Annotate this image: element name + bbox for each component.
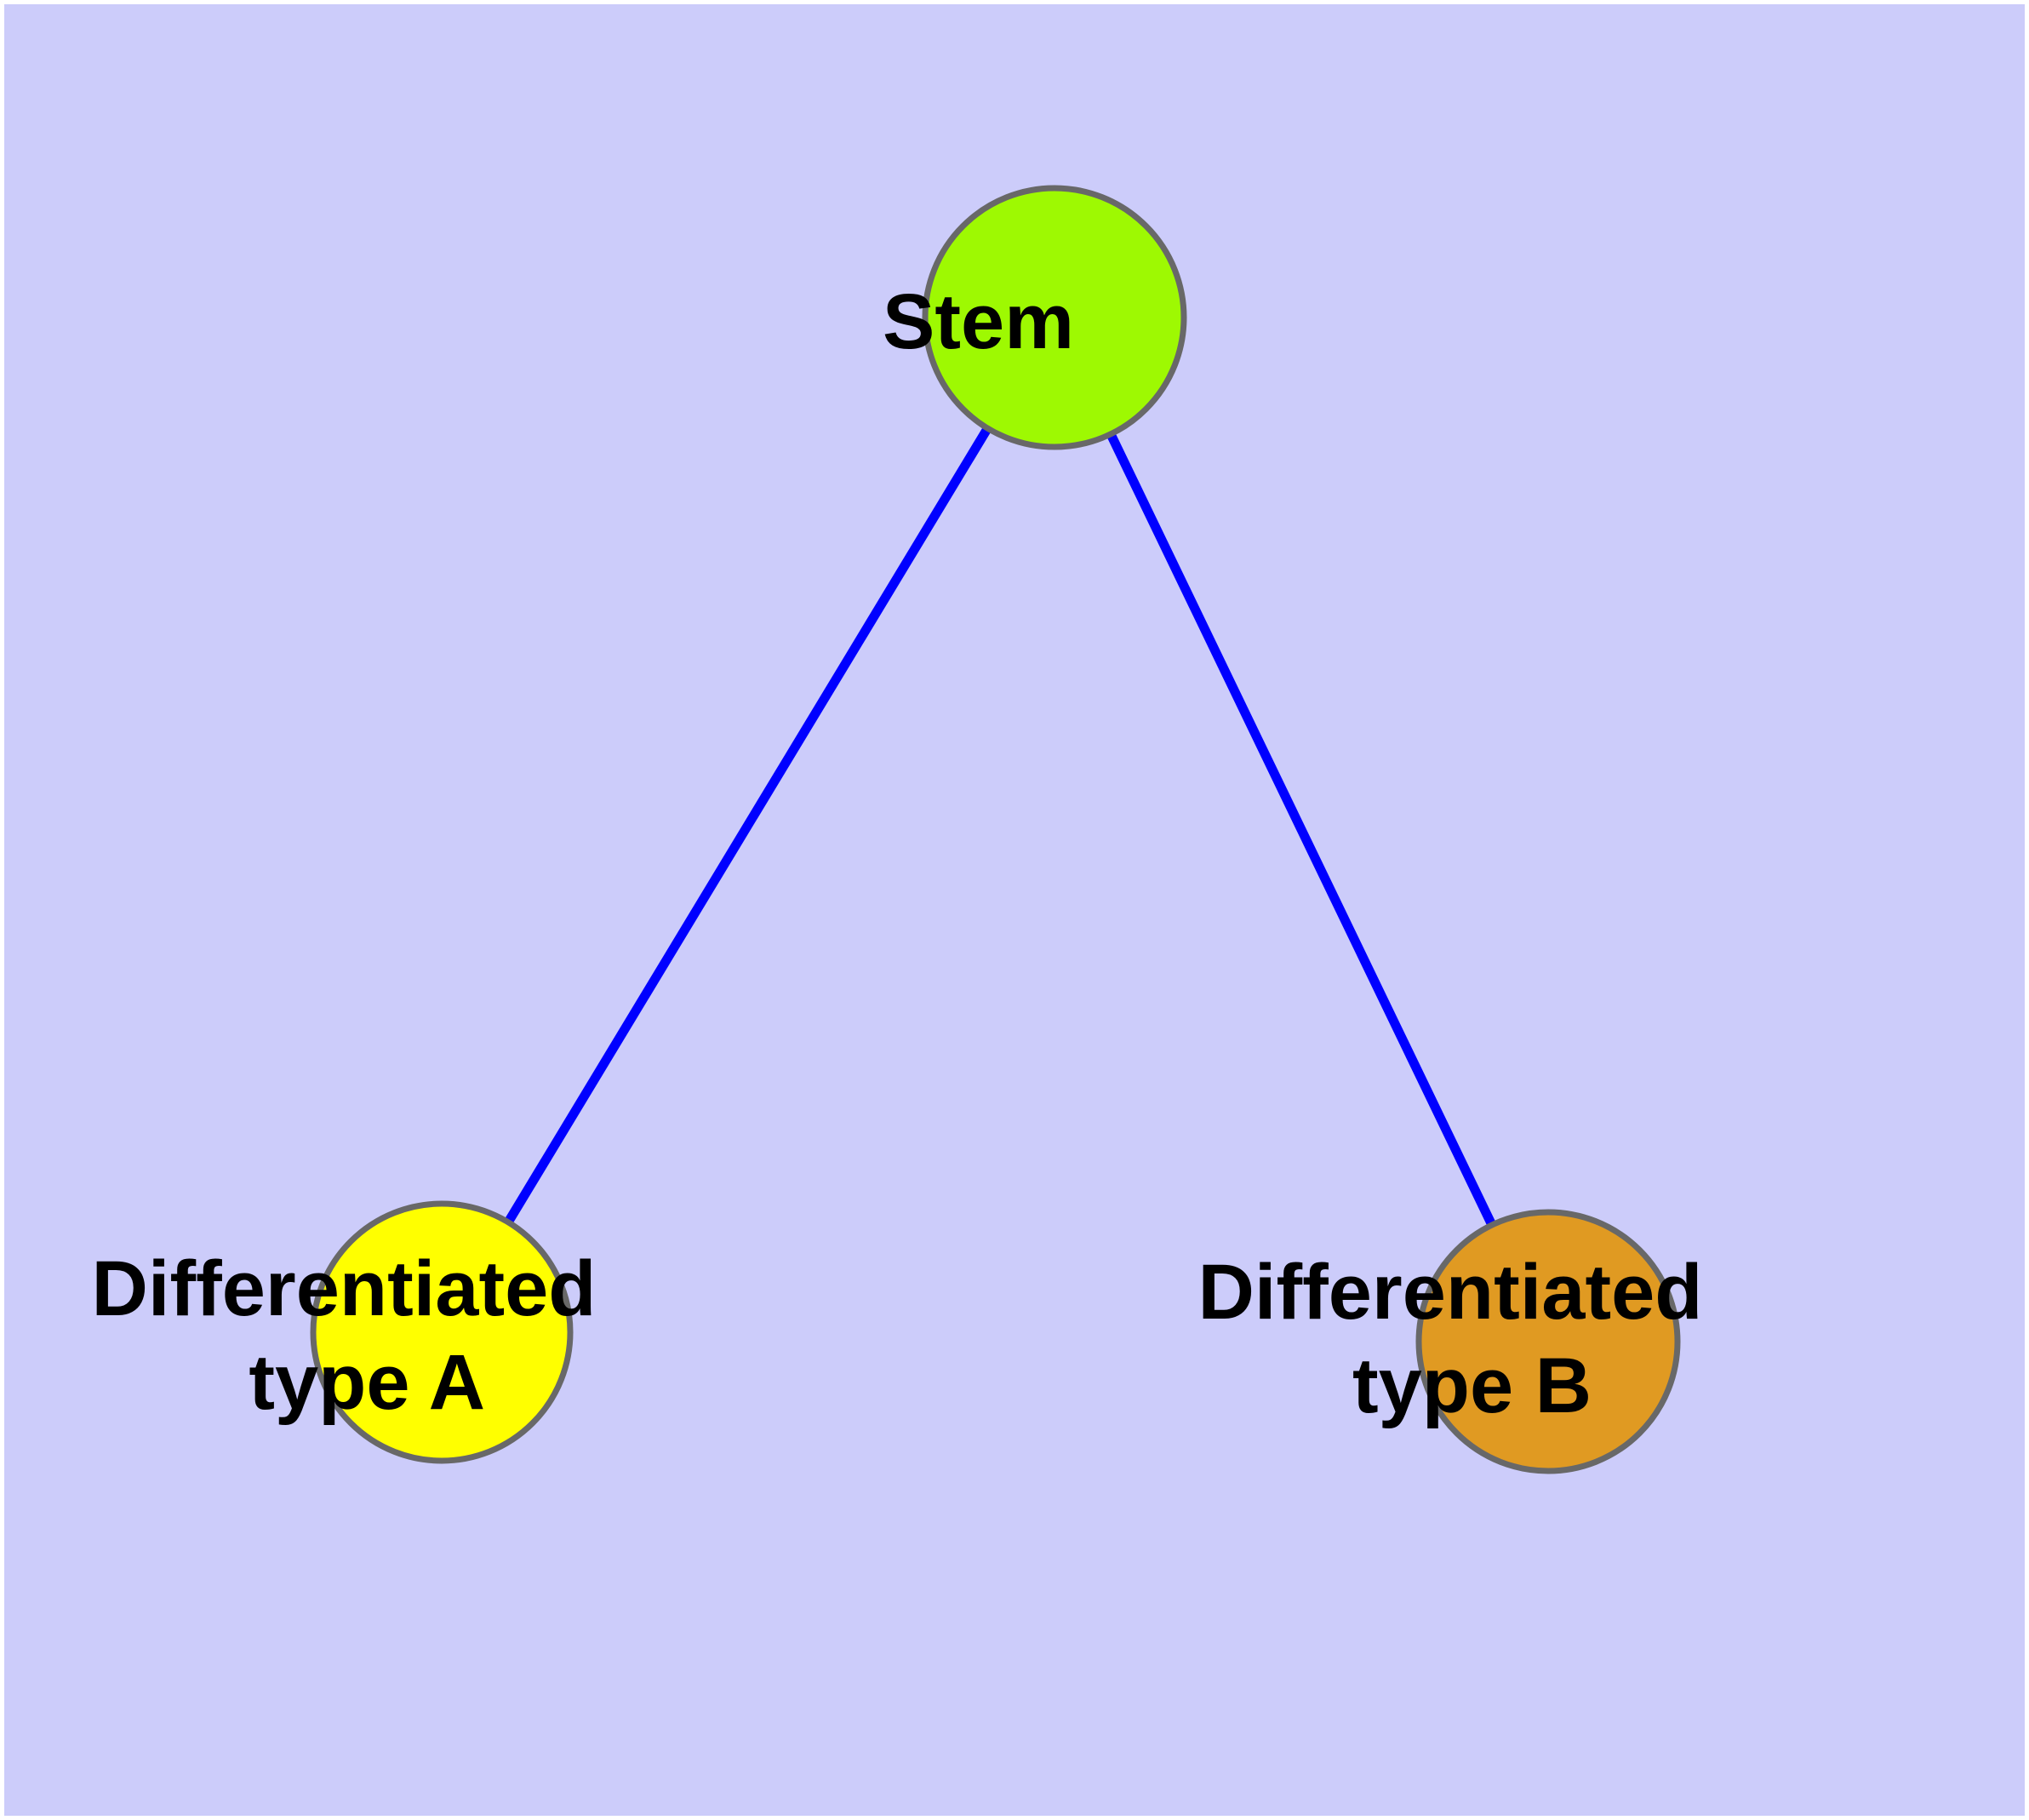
node-label-differentiated-type-a-line-1: Differentiated — [91, 1245, 596, 1332]
node-differentiated-type-b[interactable] — [1415, 1209, 1681, 1474]
edge-layer — [437, 315, 1552, 1344]
node-label-differentiated-type-b-line-1: Differentiated — [1197, 1249, 1702, 1336]
node-label-differentiated-type-a-line-2: type A — [249, 1339, 483, 1426]
edge-stem-to-differentiated-type-b[interactable] — [1050, 315, 1552, 1344]
node-label-differentiated-type-b: Differentiated type B — [1197, 1249, 1898, 1429]
node-label-differentiated-type-a: Differentiated type A — [91, 1245, 792, 1426]
node-layer — [310, 185, 1681, 1474]
node-stem[interactable] — [922, 185, 1187, 450]
node-differentiated-type-a[interactable] — [310, 1200, 574, 1464]
node-label-stem: Stem — [883, 278, 1226, 365]
node-label-differentiated-type-b-line-2: type B — [1352, 1342, 1592, 1429]
edge-stem-to-differentiated-type-a[interactable] — [437, 315, 1059, 1335]
node-label-stem-line-1: Stem — [883, 278, 1074, 365]
label-layer: Stem Differentiated type A Differentiate… — [91, 278, 1898, 1429]
